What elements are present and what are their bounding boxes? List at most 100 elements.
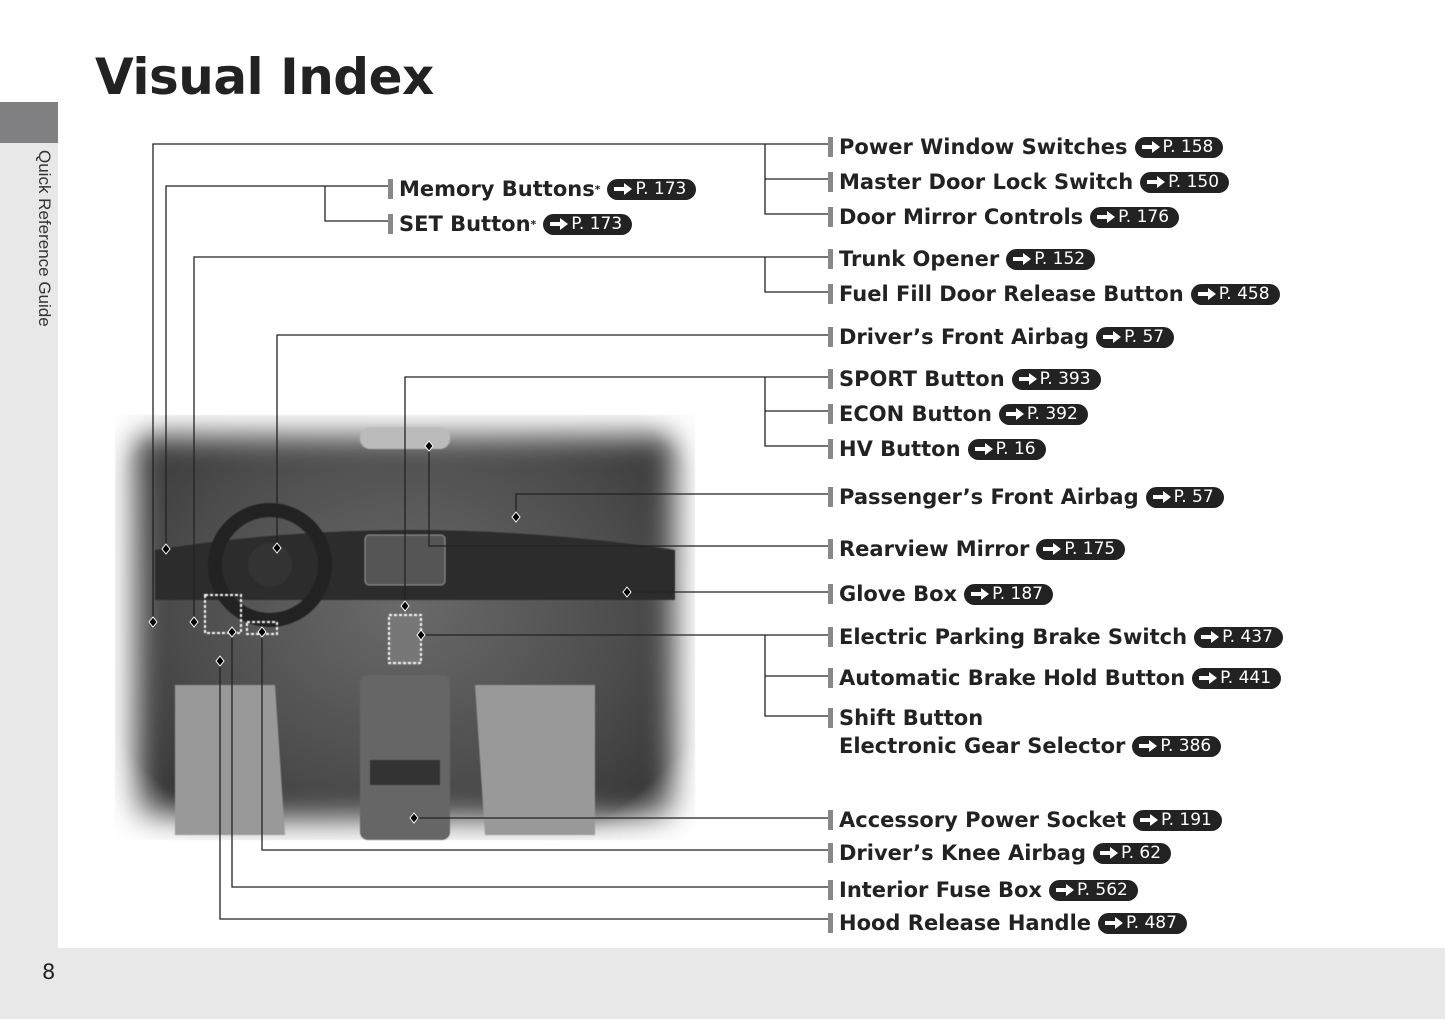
label-master-door-lock: Master Door Lock Switch P. 150 — [828, 169, 1230, 195]
page-ref-arrow-icon — [1018, 373, 1037, 385]
label-hv: HV Button P. 16 — [828, 436, 1046, 462]
label-text: Electric Parking Brake Switch — [839, 625, 1188, 649]
label-glove-box: Glove Box P. 187 — [828, 581, 1053, 607]
label-text: Hood Release Handle — [839, 911, 1092, 935]
label-text: Door Mirror Controls — [839, 205, 1084, 229]
label-text: Fuel Fill Door Release Button — [839, 282, 1184, 306]
page-ref-link[interactable]: P. 437 — [1194, 626, 1283, 648]
page-ref-arrow-icon — [1152, 491, 1171, 503]
page-ref-link[interactable]: P. 57 — [1145, 486, 1224, 508]
page-ref-link[interactable]: P. 386 — [1132, 735, 1222, 757]
label-bar — [828, 913, 833, 933]
label-text: Memory Buttons — [399, 177, 595, 201]
label-text: Electronic Gear Selector — [839, 734, 1126, 758]
label-text: ECON Button — [839, 402, 992, 426]
page-ref-text: P. 437 — [1222, 627, 1273, 647]
page-ref-link[interactable]: P. 173 — [607, 178, 697, 200]
label-text: Interior Fuse Box — [839, 878, 1042, 902]
page-ref-link[interactable]: P. 152 — [1006, 248, 1096, 270]
page-ref-arrow-icon — [974, 443, 993, 455]
label-epb: Electric Parking Brake Switch P. 437 — [828, 624, 1283, 650]
page-ref-link[interactable]: P. 158 — [1134, 136, 1224, 158]
label-bar — [828, 708, 833, 728]
page-ref-arrow-icon — [1147, 176, 1166, 188]
page-ref-link[interactable]: P. 458 — [1190, 283, 1280, 305]
label-bar — [828, 880, 833, 900]
label-bar — [828, 172, 833, 192]
page-ref-arrow-icon — [1055, 884, 1074, 896]
label-fuse-box: Interior Fuse Box P. 562 — [828, 877, 1138, 903]
page-ref-text: P. 487 — [1126, 913, 1177, 933]
page-ref-arrow-icon — [1013, 253, 1032, 265]
side-tab-label: Quick Reference Guide — [35, 150, 54, 327]
label-bar — [828, 404, 833, 424]
label-fuel-fill: Fuel Fill Door Release Button P. 458 — [828, 281, 1280, 307]
page-ref-text: P. 173 — [571, 214, 623, 234]
page-ref-text: P. 393 — [1039, 369, 1091, 389]
asterisk: * — [530, 217, 537, 231]
label-bar — [828, 249, 833, 269]
label-accessory-socket: Accessory Power Socket P. 191 — [828, 807, 1222, 833]
label-text: HV Button — [839, 437, 961, 461]
label-sport: SPORT Button P. 393 — [828, 366, 1101, 392]
label-text: Trunk Opener — [839, 247, 1000, 271]
page-ref-link[interactable]: P. 562 — [1048, 879, 1138, 901]
label-text: Accessory Power Socket — [839, 808, 1126, 832]
label-text: SPORT Button — [839, 367, 1005, 391]
page-ref-text: P. 562 — [1076, 880, 1128, 900]
page-ref-link[interactable]: P. 150 — [1140, 171, 1230, 193]
label-trunk-opener: Trunk Opener P. 152 — [828, 246, 1096, 272]
label-bar — [828, 539, 833, 559]
label-bar — [388, 214, 393, 234]
label-text: Passenger’s Front Airbag — [839, 485, 1139, 509]
page-ref-link[interactable]: P. 16 — [967, 438, 1046, 460]
page-ref-link[interactable]: P. 187 — [964, 583, 1053, 605]
page-ref-text: P. 392 — [1026, 404, 1078, 424]
page-ref-link[interactable]: P. 176 — [1090, 206, 1180, 228]
label-bar — [828, 584, 833, 604]
page-ref-link[interactable]: P. 62 — [1093, 842, 1172, 864]
label-text: Shift Button — [839, 706, 984, 730]
page-ref-arrow-icon — [1100, 847, 1119, 859]
page-ref-arrow-icon — [550, 218, 569, 230]
label-door-mirror: Door Mirror Controls P. 176 — [828, 204, 1180, 230]
page-ref-arrow-icon — [1097, 211, 1116, 223]
page-ref-link[interactable]: P. 487 — [1098, 912, 1187, 934]
label-bar — [828, 137, 833, 157]
label-text: Driver’s Knee Airbag — [839, 841, 1087, 865]
page-ref-link[interactable]: P. 173 — [543, 213, 633, 235]
page-ref-text: P. 187 — [992, 584, 1043, 604]
page-ref-arrow-icon — [614, 183, 633, 195]
page-ref-link[interactable]: P. 57 — [1096, 326, 1175, 348]
page-ref-link[interactable]: P. 175 — [1036, 538, 1126, 560]
footer-band — [0, 948, 1445, 1019]
page-ref-link[interactable]: P. 191 — [1133, 809, 1222, 831]
page-ref-link[interactable]: P. 392 — [998, 403, 1088, 425]
label-bar — [828, 439, 833, 459]
page-ref-text: P. 62 — [1121, 843, 1162, 863]
page-title: Visual Index — [95, 48, 434, 106]
asterisk: * — [594, 182, 601, 196]
page-ref-arrow-icon — [1005, 408, 1024, 420]
page-ref-text: P. 175 — [1064, 539, 1116, 559]
page-ref-arrow-icon — [1199, 672, 1218, 684]
label-knee-airbag: Driver’s Knee Airbag P. 62 — [828, 840, 1172, 866]
page-ref-text: P. 57 — [1124, 327, 1165, 347]
page-ref-text: P. 150 — [1168, 172, 1220, 192]
page-ref-text: P. 191 — [1161, 810, 1212, 830]
page-ref-text: P. 57 — [1173, 487, 1214, 507]
page-ref-link[interactable]: P. 441 — [1192, 667, 1282, 689]
page-ref-arrow-icon — [971, 588, 990, 600]
label-bar — [828, 284, 833, 304]
label-bar — [388, 179, 393, 199]
page-ref-link[interactable]: P. 393 — [1011, 368, 1101, 390]
label-text: Glove Box — [839, 582, 958, 606]
label-text: Driver’s Front Airbag — [839, 325, 1090, 349]
page-ref-text: P. 176 — [1118, 207, 1170, 227]
page-ref-text: P. 441 — [1220, 668, 1272, 688]
label-text: Master Door Lock Switch — [839, 170, 1134, 194]
label-bar — [828, 627, 833, 647]
